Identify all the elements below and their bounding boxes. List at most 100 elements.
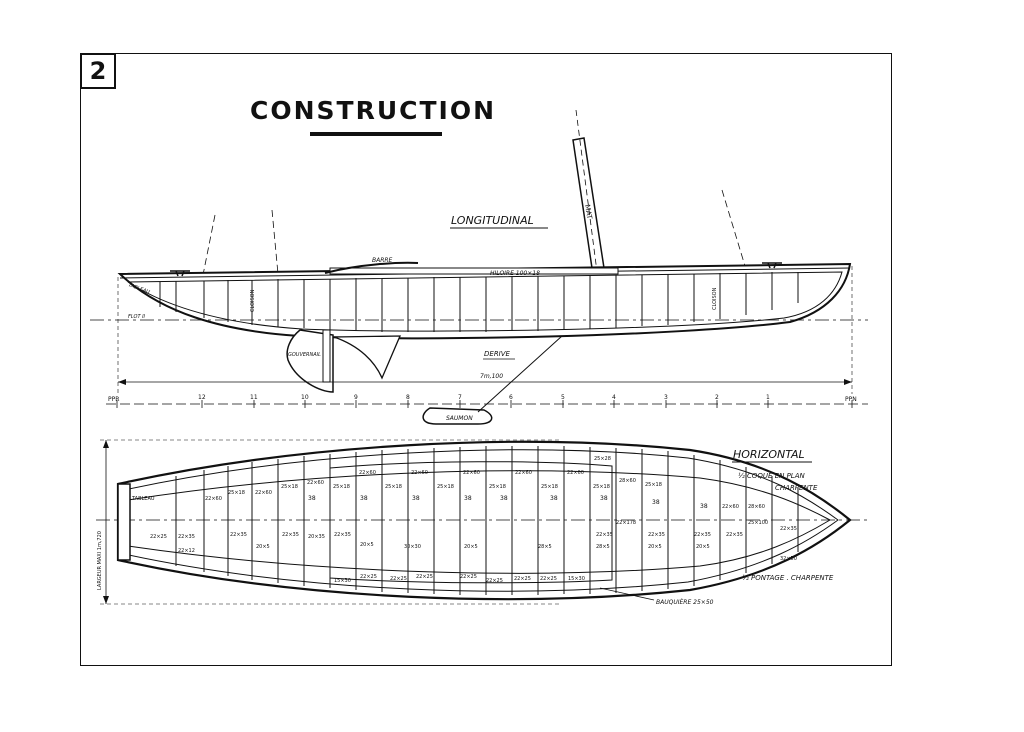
scantling-lower: 22×25 22×35 22×35 22×35 20×35 22×35 20×5… xyxy=(150,526,797,550)
dim-label: 22×35 xyxy=(596,532,613,538)
tiller xyxy=(324,261,419,274)
drawing-frame xyxy=(80,53,892,666)
dim-label: 22×25 xyxy=(486,578,503,584)
dim-label: 22×25 xyxy=(150,534,167,540)
station-label: 6 xyxy=(509,394,513,401)
dim-label: 28×5 xyxy=(596,544,610,550)
station-label: PPR xyxy=(108,396,119,403)
dim-label: 22×35 xyxy=(178,534,195,540)
horizontal-heading: HORIZONTAL xyxy=(733,448,805,461)
flot-label: FLOT II xyxy=(128,314,146,320)
station-label: 11 xyxy=(250,394,258,401)
carling-bottom xyxy=(127,519,831,574)
dim-label: 28×5 xyxy=(538,544,552,550)
dim-label: 38 xyxy=(464,495,472,502)
dim-label: 28×60 xyxy=(619,478,636,484)
station-label: 4 xyxy=(612,394,616,401)
dim-label: 22×35 xyxy=(334,532,351,538)
station-label: 3 xyxy=(664,394,668,401)
dim-label: 22×60 xyxy=(515,470,532,476)
dim-label: 15×30 xyxy=(568,576,585,582)
bauquiere-leader xyxy=(599,587,655,601)
tableau-label-plan: TABLEAU xyxy=(131,496,155,502)
station-label: 9 xyxy=(354,394,358,401)
dim-label: 38 xyxy=(412,495,420,502)
dim-label: 22×35 xyxy=(282,532,299,538)
aft-stay xyxy=(202,214,216,276)
dim-label: 20×5 xyxy=(696,544,710,550)
page-title: CONSTRUCTION xyxy=(250,96,497,125)
coaming xyxy=(329,267,619,275)
longitudinal-heading: LONGITUDINAL xyxy=(451,214,534,227)
scantling-top: 22×60 25×18 22×60 25×18 22×60 25×18 22×6… xyxy=(205,470,765,510)
dim-label: 32×50 xyxy=(780,556,797,562)
station-label: 1 xyxy=(766,394,770,401)
half-hull-label: ½ COQUE EN PLAN xyxy=(738,472,805,480)
dim-label: 38 xyxy=(500,495,508,502)
dim-label: 30×30 xyxy=(404,544,421,550)
forestay xyxy=(721,189,746,267)
barre-label: BARRE xyxy=(372,257,393,264)
cloison-fwd-label: CLOISON xyxy=(712,287,718,310)
dim-label: 25×18 xyxy=(593,484,610,490)
dim-label: 22×178 xyxy=(616,520,636,526)
dim-label: 22×60 xyxy=(411,470,428,476)
charpente-label: CHARPENTE xyxy=(775,484,818,492)
dim-label: 22×60 xyxy=(307,480,324,486)
dim-label: 25×28 xyxy=(594,456,611,462)
dim-label: 22×25 xyxy=(416,574,433,580)
ballast-strut xyxy=(477,335,563,413)
carling-top xyxy=(127,470,831,521)
longitudinal-view: MAT LONGITUDINAL HILOIRE 100×18 BARRE xyxy=(90,109,868,425)
dim-label: 22×60 xyxy=(567,470,584,476)
dim-label: 20×5 xyxy=(464,544,478,550)
dim-label: 25×18 xyxy=(645,482,662,488)
coaming-plan xyxy=(329,461,613,584)
hull-inner-line xyxy=(127,271,843,332)
dim-label: 38 xyxy=(550,495,558,502)
dim-label: 25×18 xyxy=(541,484,558,490)
dim-label: 22×25 xyxy=(360,574,377,580)
plan-frames xyxy=(175,446,799,595)
horizontal-view: TABLEAU LARG xyxy=(96,439,870,606)
dim-label: 20×35 xyxy=(308,534,325,540)
station-label: PPN xyxy=(845,396,857,403)
dim-label: 38 xyxy=(600,495,608,502)
plate-number: 2 xyxy=(80,53,116,89)
mast-label: MAT xyxy=(583,204,594,220)
dim-label: 25×18 xyxy=(489,484,506,490)
dim-label: 25×18 xyxy=(281,484,298,490)
hull-profile xyxy=(117,262,852,340)
dim-label: 22×35 xyxy=(230,532,247,538)
dim-label: 38 xyxy=(652,499,660,506)
dim-label: 22×25 xyxy=(540,576,557,582)
length-label: 7m,100 xyxy=(480,373,503,380)
dim-label: 38 xyxy=(700,503,708,510)
dim-label: 22×60 xyxy=(722,504,739,510)
half-deck-label: ½ PONTAGE . CHARPENTE xyxy=(742,574,834,582)
dim-label: 25×100 xyxy=(748,520,768,526)
transom xyxy=(117,483,131,561)
dim-label: 28×60 xyxy=(748,504,765,510)
beam-label: LARGEUR MAXI 1m,720 xyxy=(97,531,103,590)
dim-label: 20×5 xyxy=(360,542,374,548)
dim-label: 15×30 xyxy=(334,578,351,584)
dim-label: 22×25 xyxy=(460,574,477,580)
dim-label: 25×18 xyxy=(437,484,454,490)
dim-label: 25×18 xyxy=(333,484,350,490)
station-label: 8 xyxy=(406,394,410,401)
station-ticks xyxy=(116,400,853,408)
station-label: 5 xyxy=(561,394,565,401)
dim-label: 25×18 xyxy=(228,490,245,496)
bauquiere-label: BAUQUIÈRE 25×50 xyxy=(656,598,714,606)
dim-label: 38 xyxy=(308,495,316,502)
station-label: 10 xyxy=(301,394,309,401)
dim-label: 20×5 xyxy=(648,544,662,550)
dim-label: 22×35 xyxy=(694,532,711,538)
rudder xyxy=(286,329,334,393)
station-label: 7 xyxy=(458,394,462,401)
hiloire-label: HILOIRE 100×18 xyxy=(490,270,540,277)
scantling-bottom: 15×30 22×25 22×25 22×25 22×25 22×25 22×2… xyxy=(334,574,585,584)
